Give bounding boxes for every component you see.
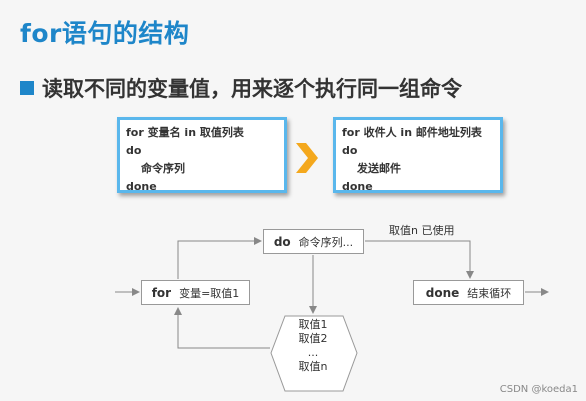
subtitle-row: 读取不同的变量值，用来逐个执行同一组命令 bbox=[20, 73, 462, 103]
code-line: for 收件人 in 邮件地址列表 bbox=[342, 126, 482, 139]
value-item: 取值1 bbox=[298, 318, 328, 331]
value-item: 取值2 bbox=[298, 332, 328, 345]
code-line: 命令序列 bbox=[141, 162, 185, 175]
value-item: ... bbox=[307, 346, 319, 359]
code-line: do bbox=[342, 144, 358, 157]
code-line: for 变量名 in 取值列表 bbox=[126, 126, 244, 139]
values-to-for-arrow bbox=[174, 307, 270, 349]
do-keyword: do bbox=[273, 234, 291, 249]
watermark: CSDN @koeda1 bbox=[499, 384, 578, 395]
square-bullet-icon bbox=[20, 81, 34, 95]
code-line: 发送邮件 bbox=[357, 162, 401, 175]
done-node: done 结束循环 bbox=[413, 280, 524, 305]
used-condition-label: 取值n 已使用 bbox=[389, 224, 455, 237]
value-item: 取值n bbox=[298, 360, 328, 373]
page-title: for语句的结构 bbox=[20, 19, 190, 48]
for-keyword: for bbox=[151, 285, 172, 300]
done-keyword: done bbox=[425, 285, 460, 300]
do-node: do 命令序列... bbox=[263, 229, 364, 254]
values-hexagon bbox=[270, 315, 358, 392]
do-text: 命令序列... bbox=[298, 235, 354, 249]
subtitle: 读取不同的变量值，用来逐个执行同一组命令 bbox=[42, 77, 462, 101]
do-to-done-arrow bbox=[365, 240, 474, 279]
done-text: 结束循环 bbox=[467, 286, 512, 300]
code-line: done bbox=[342, 180, 373, 193]
code-line: done bbox=[126, 180, 157, 193]
syntax-code-box: for 变量名 in 取值列表 do 命令序列 done bbox=[117, 117, 287, 193]
example-code-box: for 收件人 in 邮件地址列表 do 发送邮件 done bbox=[333, 117, 503, 193]
for-node: for 变量=取值1 bbox=[141, 280, 250, 305]
code-line: do bbox=[126, 144, 142, 157]
values-list: 取值1 取值2 ... 取值n bbox=[278, 318, 348, 374]
chevron-right-icon bbox=[296, 143, 318, 173]
for-to-do-arrow bbox=[177, 237, 262, 279]
for-text: 变量=取值1 bbox=[179, 286, 240, 300]
